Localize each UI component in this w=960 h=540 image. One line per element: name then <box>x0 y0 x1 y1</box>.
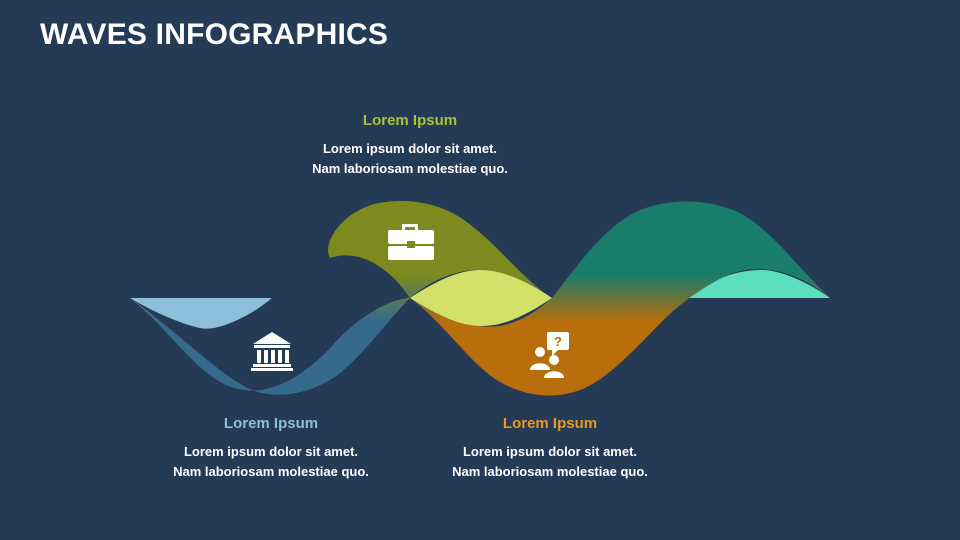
body-left-line2: Nam laboriosam molestiae quo. <box>173 464 369 479</box>
wave-ribbon-2 <box>410 201 830 396</box>
text-block-top: Lorem Ipsum Lorem ipsum dolor sit amet. … <box>260 112 560 179</box>
heading-left: Lorem Ipsum <box>223 415 319 432</box>
wave-light-center <box>410 270 552 326</box>
text-block-right: Lorem Ipsum Lorem ipsum dolor sit amet. … <box>400 415 700 482</box>
heading-top: Lorem Ipsum <box>362 112 458 129</box>
body-top-line1: Lorem ipsum dolor sit amet. <box>322 141 498 156</box>
bank-icon <box>251 332 293 371</box>
body-top-line2: Nam laboriosam molestiae quo. <box>312 161 508 176</box>
wave-light-right <box>688 270 830 298</box>
people-question-icon: ? <box>530 332 569 378</box>
heading-right: Lorem Ipsum <box>502 415 598 432</box>
body-left-line1: Lorem ipsum dolor sit amet. <box>183 444 359 459</box>
svg-text:?: ? <box>554 334 562 349</box>
wave-ribbon-1 <box>130 200 552 395</box>
body-right-line1: Lorem ipsum dolor sit amet. <box>462 444 638 459</box>
briefcase-icon <box>388 224 434 260</box>
body-right-line2: Nam laboriosam molestiae quo. <box>452 464 648 479</box>
text-block-left: Lorem Ipsum Lorem ipsum dolor sit amet. … <box>121 415 421 482</box>
wave-light-left <box>130 298 272 329</box>
page-title: WAVES INFOGRAPHICS <box>40 18 389 51</box>
